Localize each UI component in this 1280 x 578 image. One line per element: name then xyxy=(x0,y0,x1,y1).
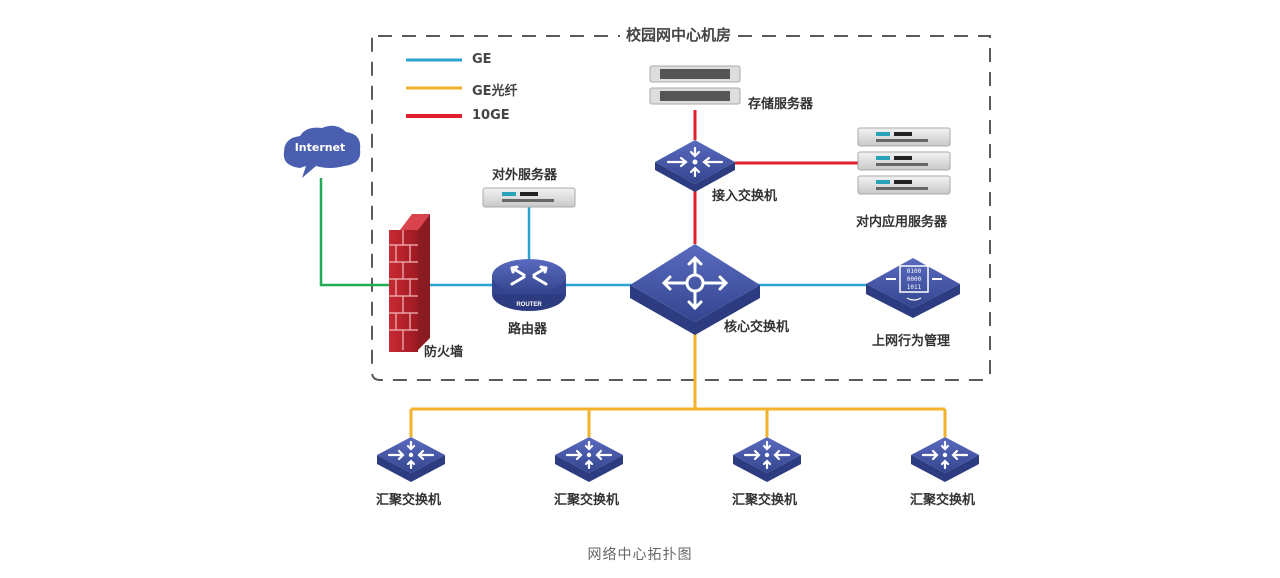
legend-label-10ge: 10GE xyxy=(472,108,510,123)
external-server-label: 对外服务器 xyxy=(492,168,558,183)
aggregation-switch-icon[interactable] xyxy=(733,437,801,482)
legend-label-ge: GE xyxy=(472,52,492,67)
room-title: 校园网中心机房 xyxy=(620,24,738,45)
binary-line-1: 0100 xyxy=(907,268,922,275)
router-icon[interactable]: ROUTER xyxy=(492,259,566,311)
link-internet-firewall xyxy=(319,178,392,287)
cloud-icon[interactable] xyxy=(283,125,361,178)
server-icon[interactable] xyxy=(482,187,576,208)
firewall-icon[interactable] xyxy=(389,214,430,352)
internet-label: Internet xyxy=(294,141,346,154)
aggregation-switch-label: 汇聚交换机 xyxy=(554,493,620,508)
legend-label-fiber: GE光纤 xyxy=(472,84,518,99)
access-switch-label: 接入交换机 xyxy=(712,189,778,204)
aggregation-switch-icon[interactable] xyxy=(377,437,445,482)
behavior-mgmt-label: 上网行为管理 xyxy=(872,334,951,349)
behavior-management-icon[interactable]: 0100 0000 1011 xyxy=(866,258,960,318)
aggregation-switch-label: 汇聚交换机 xyxy=(910,493,976,508)
aggregation-switch-label: 汇聚交换机 xyxy=(376,493,442,508)
binary-line-3: 1011 xyxy=(907,284,922,291)
core-switch-icon[interactable] xyxy=(630,244,760,335)
room-border xyxy=(371,35,991,381)
figure-caption: 网络中心拓扑图 xyxy=(587,547,693,563)
storage-icon[interactable] xyxy=(649,65,741,105)
aggregation-switch-label: 汇聚交换机 xyxy=(732,493,798,508)
router-badge: ROUTER xyxy=(516,302,542,308)
router-label: 路由器 xyxy=(508,322,548,337)
internal-servers-label: 对内应用服务器 xyxy=(856,215,948,230)
firewall-label: 防火墙 xyxy=(424,345,464,360)
aggregation-switch-icon[interactable] xyxy=(911,437,979,482)
core-switch-label: 核心交换机 xyxy=(724,320,790,335)
binary-line-2: 0000 xyxy=(907,276,922,283)
aggregation-switch-icon[interactable] xyxy=(555,437,623,482)
server-rack-icon[interactable] xyxy=(857,127,951,195)
aggregation-switches xyxy=(377,437,979,482)
switch-icon[interactable] xyxy=(655,140,735,192)
storage-server-label: 存储服务器 xyxy=(748,97,814,112)
